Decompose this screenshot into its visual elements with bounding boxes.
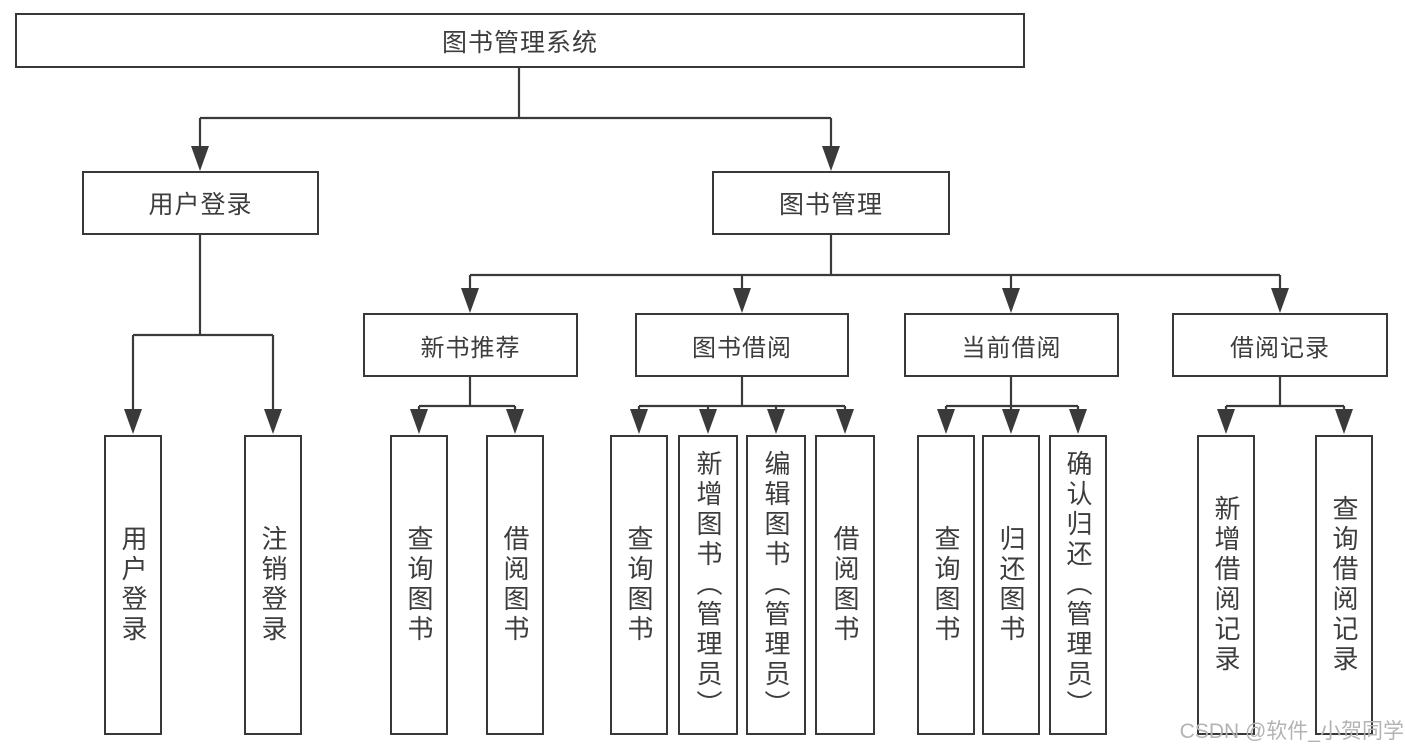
node-book-management: 图书管理 <box>712 171 950 235</box>
leaf-bb-borrow-books: 借阅图书 <box>815 435 875 735</box>
watermark: CSDN @软件_小贺同学 <box>1179 720 1404 743</box>
leaf-user-login: 用户登录 <box>104 435 162 735</box>
leaf-br-query-record: 查询借阅记录 <box>1315 435 1373 735</box>
leaf-logout: 注销登录 <box>244 435 302 735</box>
leaf-br-add-record: 新增借阅记录 <box>1197 435 1255 735</box>
node-book-borrow: 图书借阅 <box>635 313 849 377</box>
leaf-bb-edit-books-admin: 编辑图书（管理员） <box>746 435 806 735</box>
node-borrow-records: 借阅记录 <box>1172 313 1388 377</box>
leaf-cb-query-books: 查询图书 <box>917 435 975 735</box>
node-root: 图书管理系统 <box>15 13 1025 68</box>
node-user-login: 用户登录 <box>82 171 319 235</box>
connector-path <box>131 68 1346 411</box>
leaf-cb-return-books: 归还图书 <box>982 435 1040 735</box>
leaf-bb-add-books-admin: 新增图书（管理员） <box>678 435 738 735</box>
node-current-borrow: 当前借阅 <box>904 313 1119 377</box>
leaf-nb-borrow-books: 借阅图书 <box>486 435 544 735</box>
leaf-cb-confirm-return-admin: 确认归还（管理员） <box>1049 435 1107 735</box>
arrowhead-icons <box>124 146 1353 434</box>
leaf-nb-query-books: 查询图书 <box>390 435 448 735</box>
leaf-bb-query-books: 查询图书 <box>610 435 668 735</box>
node-new-book-recommend: 新书推荐 <box>363 313 578 377</box>
